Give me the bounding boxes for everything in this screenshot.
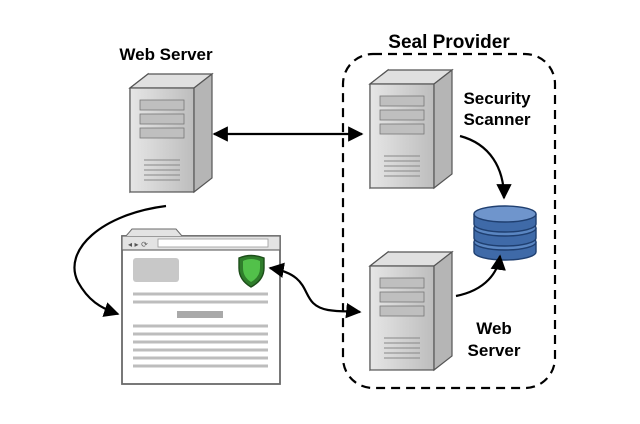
arrow-server-to-browser (73, 204, 167, 317)
security-scanner-server-icon (369, 69, 453, 189)
seal-provider-boundary (341, 52, 557, 390)
browser-window-icon: ◂ ▸ ⟳ (121, 228, 281, 385)
security-scanner-label-line2: Scanner (463, 110, 530, 129)
server-tower-icon (129, 73, 213, 193)
security-scanner-label-line1: Security (463, 89, 531, 108)
arrow-seal-to-webserver (268, 262, 362, 319)
arrow-webserver-to-database (455, 254, 506, 298)
web-server-right-label-line1: Web (476, 319, 512, 338)
seal-provider-label: Seal Provider (388, 32, 510, 53)
web-server-right-icon (369, 251, 453, 371)
shield-seal-icon (238, 254, 265, 288)
arrow-scanner-to-database (459, 134, 512, 200)
web-server-right-label-line2: Server (468, 341, 521, 360)
database-icon (473, 205, 537, 261)
svg-text:◂ ▸ ⟳: ◂ ▸ ⟳ (128, 240, 148, 249)
web-server-left-label: Web Server (119, 45, 213, 64)
